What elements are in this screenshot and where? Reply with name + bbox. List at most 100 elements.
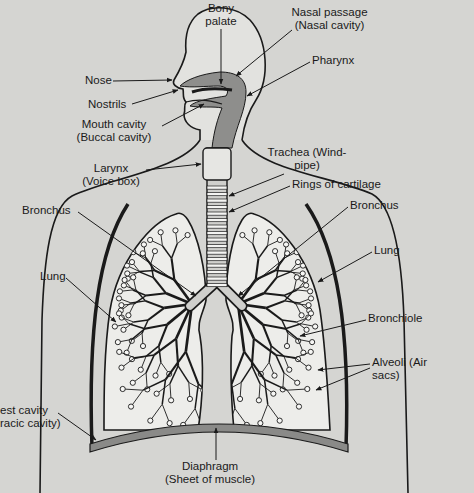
part-label: Rings of cartilage (292, 178, 402, 191)
cartilage-ring (207, 219, 227, 222)
bronchiole-line (162, 404, 168, 421)
mouth-cavity (186, 100, 222, 104)
alveolus (296, 404, 301, 409)
bronchiole-line (142, 333, 144, 343)
leader-line (58, 413, 96, 440)
bronchiole-line (146, 293, 166, 295)
alveolus (167, 421, 172, 426)
bronchiole-line (165, 352, 185, 380)
alveolus (295, 259, 300, 264)
alveolus (154, 391, 159, 396)
bronchiole-line (287, 390, 298, 404)
bronchiole-line (287, 389, 305, 390)
bronchiole-line (284, 373, 295, 381)
bronchiole-line (265, 380, 268, 405)
alveolus (130, 380, 135, 385)
bronchiole-line (133, 264, 140, 272)
bronchiole-line (241, 366, 252, 383)
bronchiole-line (125, 389, 143, 390)
leader-line (78, 212, 196, 296)
bronchiole-line (123, 358, 134, 366)
bronchiole-line (148, 308, 164, 320)
part-label: Lung (374, 244, 414, 257)
alveolus (185, 232, 190, 237)
bronchiole-line (290, 264, 297, 272)
part-label: Bronchus (22, 204, 82, 217)
leader-line (236, 30, 292, 76)
bronchiole-line (123, 303, 131, 309)
bronchiole-line (277, 263, 280, 277)
cartilage-ring (207, 251, 227, 254)
bronchiole-line (228, 408, 234, 425)
bronchiole-line (276, 355, 284, 373)
alveolus (187, 396, 192, 401)
bronchiole-line (269, 346, 271, 362)
alveolus (300, 271, 305, 276)
bronchiole-line (153, 278, 166, 294)
cartilage-ring (207, 225, 227, 228)
bronchiole-line (195, 400, 213, 404)
bronchiole-line (177, 237, 186, 244)
alveolus (158, 230, 163, 235)
bronchiole-line (269, 362, 273, 373)
alveolus (306, 303, 311, 308)
bronchiole-line (283, 373, 284, 387)
bronchiole-line (258, 246, 267, 259)
bronchiole-line (121, 299, 131, 303)
alveolus (277, 418, 282, 423)
alveolus (300, 263, 305, 268)
bronchiole-line (262, 362, 269, 372)
bronchiole-line (268, 241, 278, 246)
bronchiole-line (282, 320, 296, 322)
alveolus (222, 416, 227, 421)
nasal-cavity (180, 72, 246, 148)
bronchiole-line (145, 324, 168, 328)
part-label: Mouth cavity (Buccal cavity) (64, 118, 164, 144)
bronchiole-line (156, 362, 160, 373)
bronchiole-line (299, 299, 309, 303)
bronchiole-line (159, 346, 161, 362)
part-label: Larynx (Voice box) (80, 162, 142, 188)
cartilage-ring (207, 212, 227, 215)
part-label: Nostrils (88, 98, 140, 111)
bronchiole-line (263, 324, 272, 345)
bronchiole-line (299, 303, 307, 309)
bronchiole-line (232, 352, 245, 384)
alveolus (252, 228, 257, 233)
lung-shape (104, 213, 206, 430)
alveolus (116, 296, 121, 301)
bronchiole-line (122, 290, 132, 291)
leader-line (216, 428, 217, 460)
alveolus (119, 365, 124, 370)
alveolus (117, 289, 122, 294)
leader-lines (58, 29, 372, 460)
bronchiole-line (126, 286, 136, 290)
bronchiole-line (253, 233, 254, 244)
cartilage-rings (207, 186, 227, 287)
part-label: est cavity racic cavity) (0, 404, 72, 430)
alveolus (148, 237, 153, 242)
bronchiole-line (259, 384, 260, 398)
bronchiole-line (143, 380, 165, 391)
bronchiole-line (229, 382, 241, 389)
bronchiole-line (266, 308, 282, 320)
leader-line (132, 90, 178, 104)
bronchiole-line (146, 355, 154, 373)
bronchiole-line (117, 324, 129, 326)
alveolus (121, 327, 126, 332)
bronchiole-line (129, 324, 145, 329)
bronchiole-line (195, 408, 201, 425)
cartilage-ring (207, 245, 227, 248)
bronchiole-line (256, 258, 259, 279)
bronchiole-line (261, 404, 267, 421)
alveolus (148, 418, 153, 423)
alveolus (129, 259, 134, 264)
bronchiole-line (276, 355, 296, 358)
bronchiole-line (298, 339, 302, 350)
bronchiole-line (264, 278, 277, 294)
bronchiole-line (298, 339, 310, 341)
bronchiole-line (162, 246, 171, 259)
leader-line (238, 207, 348, 296)
part-label: Nasal passage (Nasal cavity) (282, 6, 377, 32)
